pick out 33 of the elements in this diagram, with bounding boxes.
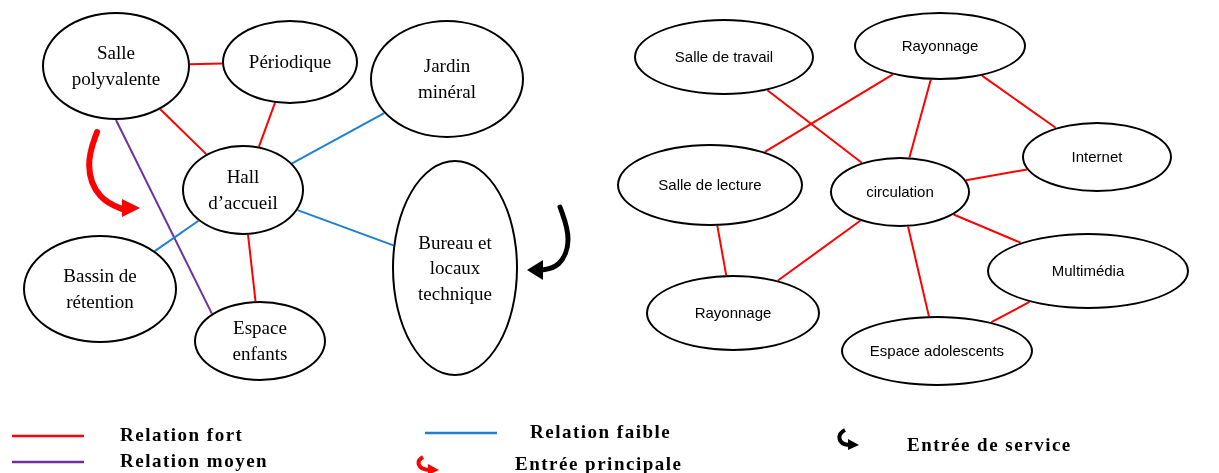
node-label: Espace enfants xyxy=(231,316,289,366)
node-label: circulation xyxy=(866,182,934,202)
node-label: Salle de travail xyxy=(674,47,774,67)
node-label: Rayonnage xyxy=(901,36,979,56)
node-label: Bureau et locaux technique xyxy=(417,230,493,306)
legend-label: Relation fort xyxy=(120,425,244,444)
connector-line xyxy=(766,89,863,164)
connector-line xyxy=(952,213,1022,244)
connector-line xyxy=(115,119,213,315)
node-label: Jardin minéral xyxy=(417,54,477,104)
connector-line xyxy=(908,78,932,159)
legend-label: Relation faible xyxy=(530,422,672,441)
node-label: Bassin de rétention xyxy=(62,264,138,314)
connector-line xyxy=(763,73,894,153)
connector-line xyxy=(776,219,862,282)
connector-line xyxy=(716,224,728,277)
node-label: Internet xyxy=(1071,147,1123,167)
node-label: Rayonnage xyxy=(694,303,772,323)
node-label: Hall d’accueil xyxy=(207,165,279,215)
node-label: Périodique xyxy=(248,50,332,75)
node-label: Espace adolescents xyxy=(869,341,1005,361)
connector-line xyxy=(257,101,276,148)
connector-line xyxy=(153,219,200,253)
node-label: Salle de lecture xyxy=(658,175,762,195)
node-label: Multimédia xyxy=(1051,261,1125,281)
connector-line xyxy=(990,301,1031,324)
legend-label: Entrée de service xyxy=(907,435,1072,454)
connector-line xyxy=(907,225,930,318)
legend-label: Relation moyen xyxy=(120,451,269,470)
connector-line xyxy=(188,62,224,66)
connector-line xyxy=(247,233,257,303)
connector-line xyxy=(980,74,1057,129)
node-label: Salle polyvalente xyxy=(70,41,162,91)
